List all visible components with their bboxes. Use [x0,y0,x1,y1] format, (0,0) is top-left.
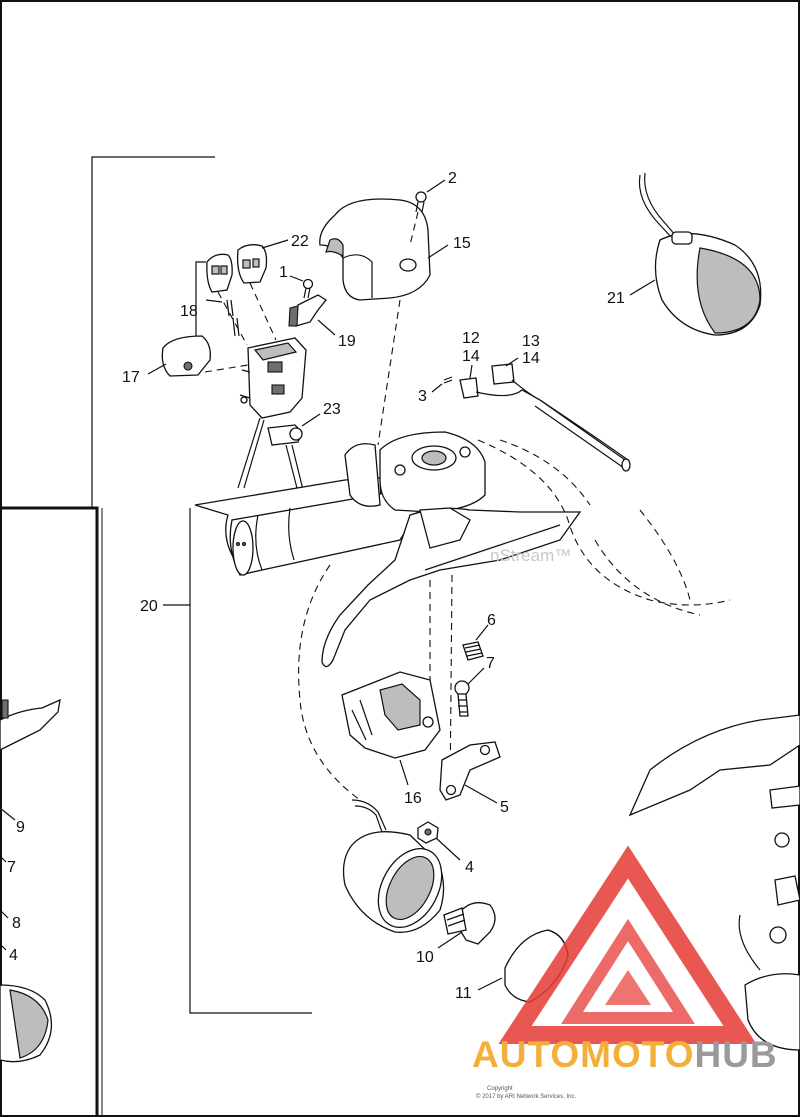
switch-body [239,337,307,419]
connector-23 [267,424,303,446]
left-callout-4: 4 [9,947,18,964]
callout-5: 5 [500,799,509,816]
callout-7: 7 [486,655,495,672]
leader-4 [435,837,461,861]
clip-19 [288,294,327,327]
left-callout-7: 7 [7,859,16,876]
screw-2 [415,191,427,213]
copyright-line-2: © 2017 by ARI Network Services, Inc. [476,1093,576,1100]
callout-2: 2 [448,170,457,187]
leader-l7 [0,855,7,863]
left-callout-8: 8 [12,915,21,932]
callout-12: 12 [462,330,480,347]
leader-2 [426,179,446,193]
copyright-line-1: Copyright [487,1086,513,1092]
switch-housing-upper [319,198,431,301]
turn-signal-21 [638,172,762,336]
callout-18: 18 [180,303,198,320]
left-panel-border [0,506,99,1117]
adjuster-screw-7 [454,680,470,717]
logo-text: AUTOMOTOHUB [472,1034,778,1075]
master-cylinder [344,431,486,513]
leader-6 [475,624,489,641]
callout-1: 1 [279,264,288,281]
callout-19: 19 [338,333,356,350]
leader-12-14 [469,364,473,379]
leader-23 [301,413,321,427]
callout-14-left: 14 [462,348,480,365]
bracket-5 [439,741,501,801]
handlebar-grip [194,477,421,576]
leader-11 [477,977,503,991]
logo-triangle-icon [498,845,757,1044]
adjuster-nut-6 [462,641,484,661]
leader-10 [437,931,463,949]
leader-l9 [0,807,16,821]
watermark-text: nStream™ [490,546,571,565]
pin-3 [443,376,453,384]
leader-22 [261,239,289,249]
leader-l8 [0,909,9,919]
callout-15: 15 [453,235,471,252]
callout-3: 3 [418,388,427,405]
right-adjacent-parts [628,714,800,1051]
callout-20: 20 [140,598,158,615]
turn-signal-housing [342,799,445,933]
leader-19 [317,319,336,336]
callout-17: 17 [122,369,140,386]
leader-13-14 [505,357,519,367]
nut-4 [417,821,439,844]
leader-l4 [0,943,7,951]
leader-5 [464,784,498,804]
leader-7 [467,667,485,685]
callout-16: 16 [404,790,422,807]
leader-1 [289,275,304,282]
callout-14-right: 14 [522,350,540,367]
callout-22: 22 [291,233,309,250]
callout-13: 13 [522,333,540,350]
callout-4: 4 [465,859,474,876]
left-callout-9: 9 [16,819,25,836]
screw-1 [302,278,314,299]
leader-15 [427,244,449,259]
callout-23: 23 [323,401,341,418]
switch-cap-left [206,253,233,293]
leader-3 [431,383,443,393]
automotohub-logo: AUTOMOTOHUB [472,845,778,1075]
harness-connectors [459,363,631,472]
callout-21: 21 [607,290,625,307]
callout-10: 10 [416,949,434,966]
springs [226,299,240,337]
switch-cap-right [236,244,268,284]
assembly-bracket-top [91,156,215,508]
bulb-10 [443,902,496,945]
assembly-bracket-bottom [189,508,312,1014]
callout-11: 11 [455,985,472,1002]
callout-6: 6 [487,612,496,629]
leader-16 [399,759,409,786]
left-panel-parts [0,698,61,1063]
leader-18 [205,299,223,303]
leader-17 [147,363,167,375]
switch-cap-17 [161,335,211,377]
brake-lever [321,507,582,668]
switch-housing-lower-16 [341,671,441,759]
leader-21 [629,279,656,296]
bracket-18-22 [195,261,206,368]
